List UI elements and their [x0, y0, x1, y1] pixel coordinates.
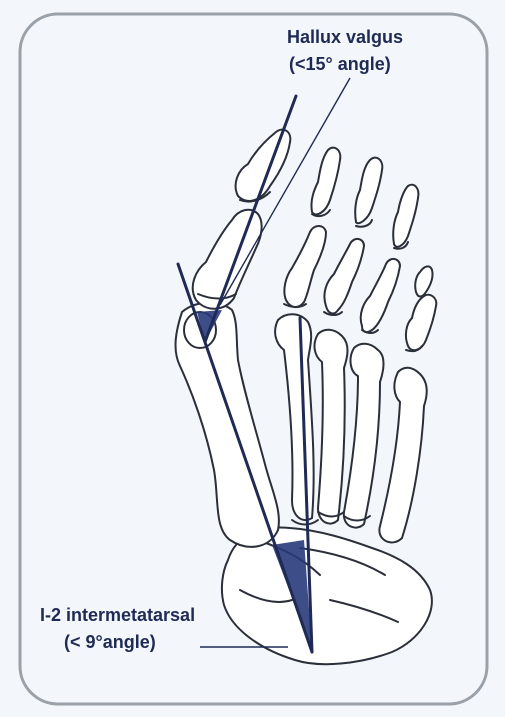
intermetatarsal-label: I-2 intermetatarsal: [40, 604, 195, 626]
hallux-valgus-label: Hallux valgus: [287, 26, 403, 48]
intermetatarsal-angle-label: (< 9°angle): [64, 631, 156, 653]
hallux-valgus-angle-label: (<15° angle): [289, 53, 391, 75]
